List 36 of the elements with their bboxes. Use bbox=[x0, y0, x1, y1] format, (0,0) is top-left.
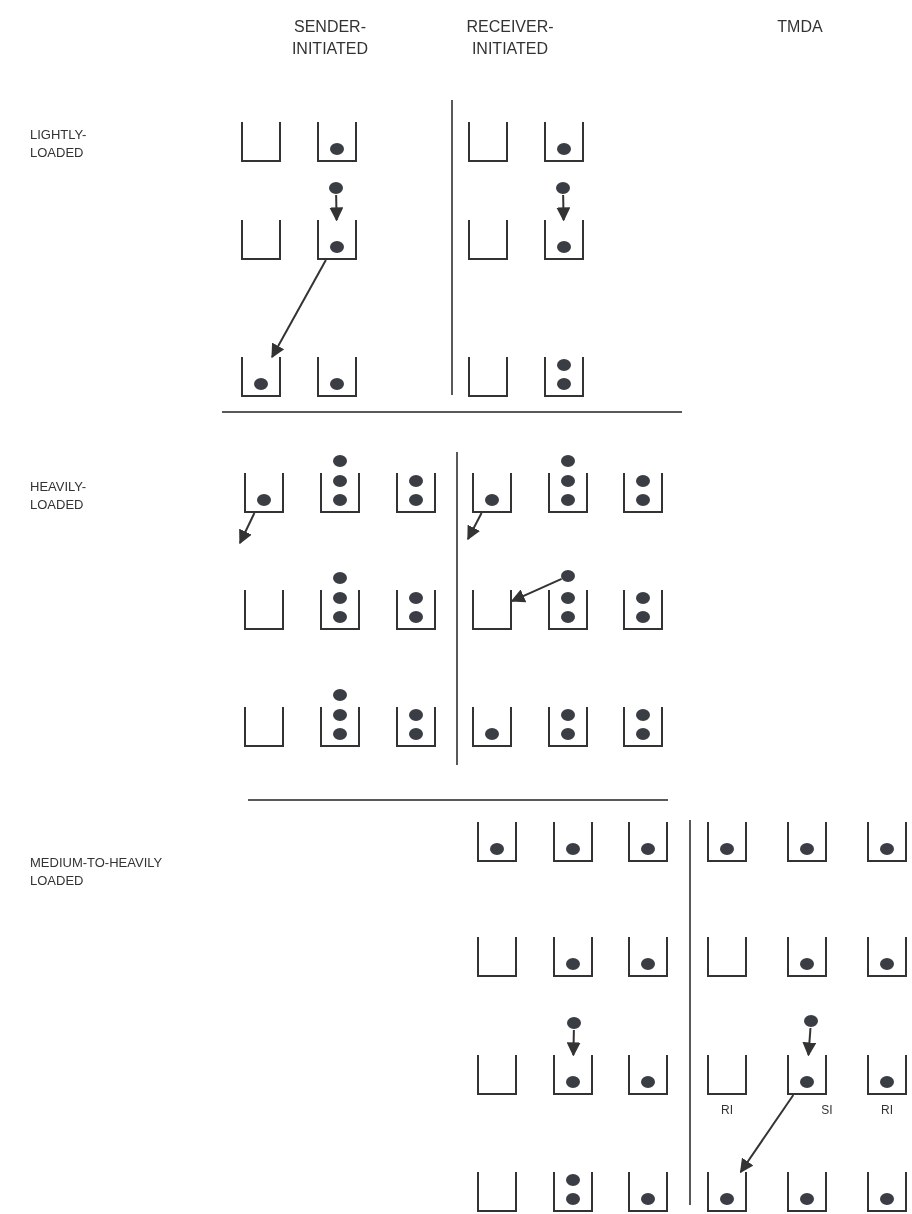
queue-bin bbox=[468, 122, 508, 162]
arrow bbox=[566, 1029, 581, 1057]
job-dot bbox=[556, 182, 570, 194]
node-caption: SI bbox=[821, 1103, 833, 1117]
column-heading: RECEIVER-INITIATED bbox=[465, 17, 555, 59]
queue-bin bbox=[477, 1172, 517, 1212]
queue-bin bbox=[468, 357, 508, 397]
arrow bbox=[556, 194, 571, 222]
job-dot bbox=[329, 182, 343, 194]
arrow bbox=[329, 194, 344, 222]
queue-bin bbox=[472, 590, 512, 630]
arrow bbox=[739, 1094, 795, 1174]
row-heading: MEDIUM-TO-HEAVILY LOADED bbox=[30, 854, 163, 891]
node-caption: RI bbox=[721, 1103, 733, 1117]
column-heading: TMDA bbox=[776, 17, 824, 37]
queue-bin bbox=[244, 707, 284, 747]
queue-bin bbox=[241, 122, 281, 162]
queue-bin bbox=[477, 1055, 517, 1095]
queue-bin bbox=[244, 590, 284, 630]
job-dot bbox=[567, 1017, 581, 1029]
arrow bbox=[271, 259, 327, 359]
job-dot bbox=[804, 1015, 818, 1027]
column-heading: SENDER-INITIATED bbox=[290, 17, 370, 59]
node-caption: RI bbox=[881, 1103, 893, 1117]
row-heading: LIGHTLY-LOADED bbox=[30, 126, 88, 163]
arrow bbox=[802, 1027, 817, 1057]
arrow bbox=[239, 512, 256, 545]
queue-bin bbox=[707, 1055, 747, 1095]
queue-bin bbox=[477, 937, 517, 977]
row-heading: HEAVILY-LOADED bbox=[30, 478, 88, 515]
arrow bbox=[467, 512, 483, 541]
job-dot bbox=[561, 570, 575, 582]
queue-bin bbox=[707, 937, 747, 977]
queue-bin bbox=[241, 220, 281, 260]
queue-bin bbox=[468, 220, 508, 260]
arrow bbox=[510, 577, 563, 603]
